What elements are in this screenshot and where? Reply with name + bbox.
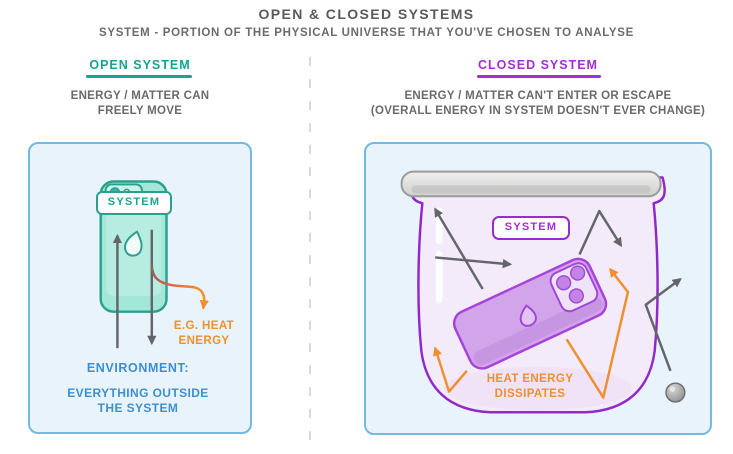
open-system-description-line-1: ENERGY / MATTER CAN bbox=[70, 90, 210, 102]
camera-lens-icon bbox=[556, 275, 572, 291]
open-system-underline bbox=[86, 75, 192, 78]
column-divider bbox=[309, 57, 311, 448]
page-title: OPEN & CLOSED SYSTEMS bbox=[258, 6, 475, 22]
heat-arrow-small bbox=[432, 346, 468, 393]
droplet-logo-icon bbox=[124, 230, 143, 257]
heat-energy-label-line-2: ENERGY bbox=[178, 335, 230, 347]
energy-arrow-bounce bbox=[578, 209, 623, 255]
matter-ball-icon bbox=[665, 382, 686, 403]
open-system-heading: OPEN SYSTEM bbox=[89, 58, 191, 72]
camera-lens-icon bbox=[569, 265, 586, 281]
heat-dissipation-arrows bbox=[432, 267, 630, 399]
heat-arrow-large bbox=[565, 267, 630, 399]
environment-description-line-1: EVERYTHING OUTSIDE bbox=[67, 386, 209, 400]
heat-dissipates-label-line-2: DISSIPATES bbox=[494, 388, 566, 400]
heat-dissipates-label-line-1: HEAT ENERGY bbox=[486, 373, 574, 385]
heat-dissipates-label: HEAT ENERGY DISSIPATES bbox=[460, 372, 600, 402]
closed-system-heading: CLOSED SYSTEM bbox=[478, 58, 598, 72]
jar-lid-edge bbox=[411, 185, 651, 194]
energy-arrow-right bbox=[435, 256, 513, 269]
droplet-logo-icon bbox=[519, 304, 537, 327]
open-system-description-line-2: FREELY MOVE bbox=[97, 105, 183, 117]
matter-ball-highlight bbox=[669, 386, 676, 392]
energy-arrow-up-left bbox=[434, 207, 484, 290]
deflected-matter-arrow bbox=[644, 278, 682, 372]
open-system-panel: SYSTEM E.G. HEAT ENERGY ENVIRONMENT: EVE… bbox=[28, 142, 252, 434]
environment-description-line-2: THE SYSTEM bbox=[97, 401, 179, 415]
open-system-label: SYSTEM bbox=[96, 191, 172, 215]
blocked-matter bbox=[644, 278, 686, 403]
bouncing-energy-arrows bbox=[434, 207, 623, 290]
closed-system-description-line-2: (OVERALL ENERGY IN SYSTEM DOESN'T EVER C… bbox=[370, 105, 706, 117]
environment-heading: ENVIRONMENT: bbox=[86, 361, 190, 375]
closed-system-label: SYSTEM bbox=[492, 216, 570, 240]
environment-description: EVERYTHING OUTSIDE THE SYSTEM bbox=[34, 386, 242, 416]
closed-system-panel: SYSTEM HEAT ENERGY DISSIPATES bbox=[364, 142, 712, 435]
camera-module-icon bbox=[549, 262, 599, 313]
camera-lens-icon bbox=[568, 288, 585, 304]
closed-system-description: ENERGY / MATTER CAN'T ENTER OR ESCAPE (O… bbox=[364, 89, 712, 119]
heat-energy-label: E.G. HEAT ENERGY bbox=[168, 319, 240, 349]
closed-system-illustration bbox=[400, 170, 686, 414]
page-subtitle: SYSTEM - PORTION OF THE PHYSICAL UNIVERS… bbox=[98, 27, 635, 39]
open-system-description: ENERGY / MATTER CAN FREELY MOVE bbox=[28, 89, 252, 119]
closed-system-underline bbox=[477, 75, 601, 78]
closed-system-description-line-1: ENERGY / MATTER CAN'T ENTER OR ESCAPE bbox=[404, 90, 672, 102]
heat-energy-label-line-1: E.G. HEAT bbox=[173, 320, 235, 332]
heat-energy-out-arrow bbox=[150, 263, 209, 310]
jar-bottom-tint bbox=[444, 366, 632, 411]
phone-shade bbox=[473, 297, 603, 366]
phone-in-jar bbox=[452, 257, 608, 370]
